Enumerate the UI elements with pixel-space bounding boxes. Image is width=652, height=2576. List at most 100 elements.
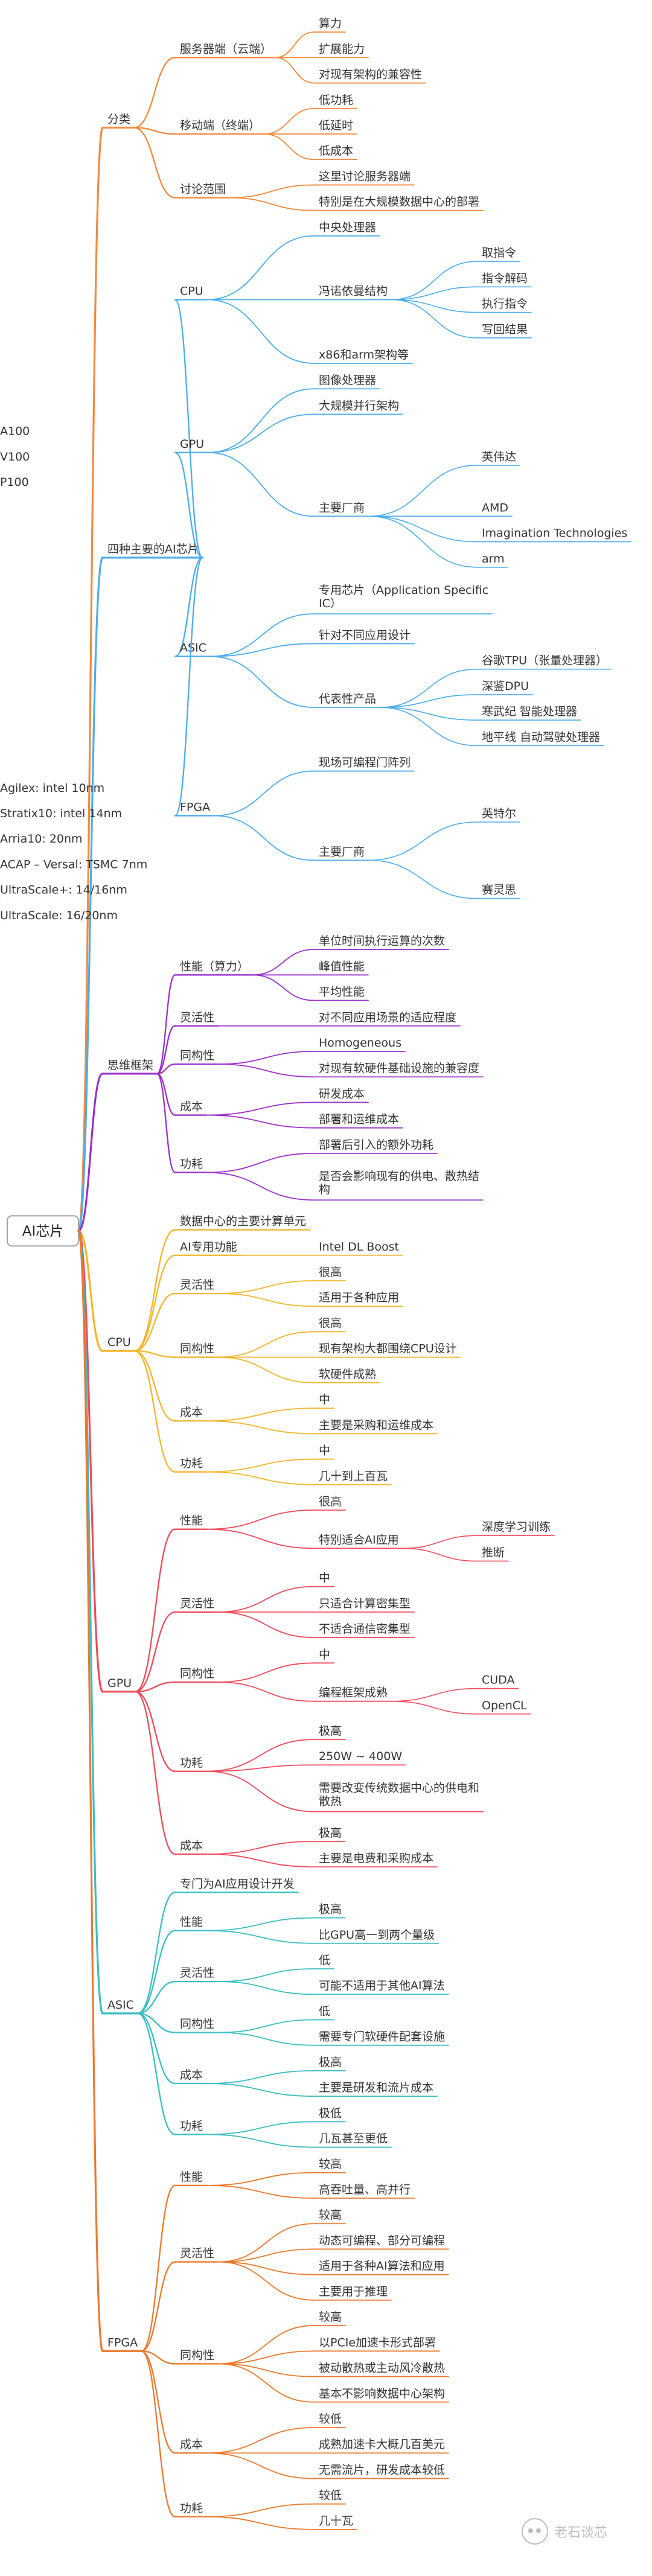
node-5-3-0[interactable]: 低 [319,2004,330,2018]
node-6-0-1[interactable]: 高吞吐量、高并行 [319,2183,411,2196]
node-4[interactable]: GPU [107,1677,132,1690]
node-5[interactable]: ASIC [107,1998,134,2012]
node-5-5-1[interactable]: 几瓦甚至更低 [319,2132,388,2146]
node-6-0[interactable]: 性能 [180,2170,203,2184]
node-1-1-2-0-2[interactable]: P100 [0,476,29,489]
node-1-3-1-1[interactable]: 赛灵思 [482,884,516,897]
node-3-3-1[interactable]: 现有架构大都围绕CPU设计 [319,1342,457,1356]
node-0-2[interactable]: 讨论范围 [180,183,226,196]
node-2-1-0[interactable]: 对不同应用场景的适应程度 [319,1011,456,1024]
node-4-3-0[interactable]: 极高 [319,1724,342,1738]
node-5-4-0[interactable]: 极高 [319,2056,342,2069]
node-5-2-0[interactable]: 低 [319,1954,330,1967]
node-0[interactable]: 分类 [107,112,130,126]
node-2-3-1[interactable]: 部署和运维成本 [319,1113,399,1126]
node-6-4[interactable]: 功耗 [180,2502,203,2515]
node-5-3[interactable]: 同构性 [180,2018,214,2031]
node-1-3-1-1-2[interactable]: UltraScale: 16/20nm [0,909,118,922]
node-6-1[interactable]: 灵活性 [180,2247,214,2260]
node-1-3-1-1-0[interactable]: ACAP – Versal: TSMC 7nm [0,858,147,871]
node-1-3-0[interactable]: 现场可编程门阵列 [319,756,411,770]
node-1-0-2[interactable]: x86和arm架构等 [319,348,409,362]
node-4-4-0[interactable]: 极高 [319,1826,342,1840]
node-0-1[interactable]: 移动端（终端） [180,119,260,132]
node-6-1-2[interactable]: 适用于各种AI算法和应用 [319,2260,445,2273]
node-5-1-1[interactable]: 比GPU高一到两个量级 [319,1928,435,1942]
node-1-0[interactable]: CPU [180,284,203,298]
node-4-1-2[interactable]: 不适合通信密集型 [319,1622,411,1636]
node-1-3-1-0[interactable]: 英特尔 [482,807,516,820]
node-1-1-2-2[interactable]: Imagination Technologies [482,527,627,540]
node-6-1-3[interactable]: 主要用于推理 [319,2285,388,2298]
node-0-1-1[interactable]: 低延时 [319,119,353,132]
node-4-2[interactable]: 同构性 [180,1667,214,1680]
node-1-3-1-0-2[interactable]: Arria10: 20nm [0,832,83,846]
node-0-2-1[interactable]: 特别是在大规模数据中心的部署 [319,196,479,209]
node-3-2-0[interactable]: 很高 [319,1266,342,1279]
node-4-1[interactable]: 灵活性 [180,1597,214,1610]
node-6[interactable]: FPGA [107,2336,138,2349]
node-1-1-2[interactable]: 主要厂商 [319,501,365,514]
node-3-5[interactable]: 功耗 [180,1457,203,1470]
node-2-0-2[interactable]: 平均性能 [319,986,365,999]
node-2-3[interactable]: 成本 [180,1100,203,1114]
node-1-2-2-1[interactable]: 深鉴DPU [482,680,529,693]
node-1-1-2-0[interactable]: 英伟达 [482,450,516,464]
node-3-5-1[interactable]: 几十到上百瓦 [319,1470,388,1483]
node-4-0-0[interactable]: 很高 [319,1495,342,1508]
node-2-4[interactable]: 功耗 [180,1158,203,1171]
node-1-1[interactable]: GPU [180,438,204,451]
node-3-1-0[interactable]: Intel DL Boost [319,1240,399,1254]
node-1-1-2-0-1[interactable]: V100 [0,450,30,464]
node-4-2-0[interactable]: 中 [319,1648,330,1661]
node-2-2-0[interactable]: Homogeneous [319,1036,401,1050]
node-4-4-1[interactable]: 主要是电费和采购成本 [319,1852,433,1865]
node-2-4-1[interactable]: 是否会影响现有的供电、散热结构 [319,1170,479,1196]
node-5-5[interactable]: 功耗 [180,2119,203,2132]
node-2-4-0[interactable]: 部署后引入的额外功耗 [319,1138,433,1152]
node-1-2-2-3[interactable]: 地平线 自动驾驶处理器 [482,730,600,744]
node-2-0-1[interactable]: 峰值性能 [319,960,365,973]
node-5-4[interactable]: 成本 [180,2068,203,2082]
node-4-2-1-0[interactable]: CUDA [482,1674,514,1687]
node-1-0-1-0[interactable]: 取指令 [482,246,516,260]
node-0-2-0[interactable]: 这里讨论服务器端 [319,170,411,183]
node-1-2-2-0[interactable]: 谷歌TPU（张量处理器） [482,654,607,668]
node-1-2-1[interactable]: 针对不同应用设计 [319,628,411,642]
node-6-2-2[interactable]: 被动散热或主动风冷散热 [319,2362,445,2375]
node-1-1-2-3[interactable]: arm [482,552,505,566]
node-5-3-1[interactable]: 需要专门软硬件配套设施 [319,2030,445,2044]
node-2-3-0[interactable]: 研发成本 [319,1087,365,1100]
node-0-0-0[interactable]: 算力 [319,17,342,30]
node-6-4-1[interactable]: 几十瓦 [319,2514,353,2528]
node-3-3-0[interactable]: 很高 [319,1316,342,1330]
node-3-3-2[interactable]: 软硬件成熟 [319,1368,376,1381]
node-6-2-3[interactable]: 基本不影响数据中心架构 [319,2387,445,2400]
node-3-1[interactable]: AI专用功能 [180,1240,237,1254]
node-5-4-1[interactable]: 主要是研发和流片成本 [319,2081,433,2094]
node-1-3-1-0-0[interactable]: Agilex: intel 10nm [0,782,104,795]
node-0-0-1[interactable]: 扩展能力 [319,42,365,56]
node-0-0[interactable]: 服务器端（云端） [180,42,272,56]
node-4-0-1[interactable]: 特别适合AI应用 [319,1533,399,1546]
node-3-2-1[interactable]: 适用于各种应用 [319,1291,399,1304]
node-5-2[interactable]: 灵活性 [180,1966,214,1980]
node-6-3-1[interactable]: 成熟加速卡大概几百美元 [319,2438,445,2451]
node-1-0-1[interactable]: 冯诺依曼结构 [319,284,388,298]
node-2-2[interactable]: 同构性 [180,1049,214,1062]
node-1-3-1[interactable]: 主要厂商 [319,845,365,858]
node-5-1-0[interactable]: 极高 [319,1903,342,1916]
node-4-0-1-1[interactable]: 推断 [482,1546,505,1559]
node-4-2-1[interactable]: 编程框架成熟 [319,1686,388,1700]
node-5-1[interactable]: 性能 [180,1916,203,1929]
node-3-5-0[interactable]: 中 [319,1444,330,1458]
node-0-0-2[interactable]: 对现有架构的兼容性 [319,68,422,81]
node-6-2-1[interactable]: 以PCIe加速卡形式部署 [319,2336,436,2349]
node-3-4[interactable]: 成本 [180,1406,203,1419]
node-3-4-0[interactable]: 中 [319,1393,330,1406]
node-5-0[interactable]: 专门为AI应用设计开发 [180,1877,295,1890]
node-6-0-0[interactable]: 较高 [319,2158,342,2171]
node-1-0-1-3[interactable]: 写回结果 [482,323,528,336]
node-3-0[interactable]: 数据中心的主要计算单元 [180,1215,306,1228]
node-1-0-0[interactable]: 中央处理器 [319,221,376,234]
